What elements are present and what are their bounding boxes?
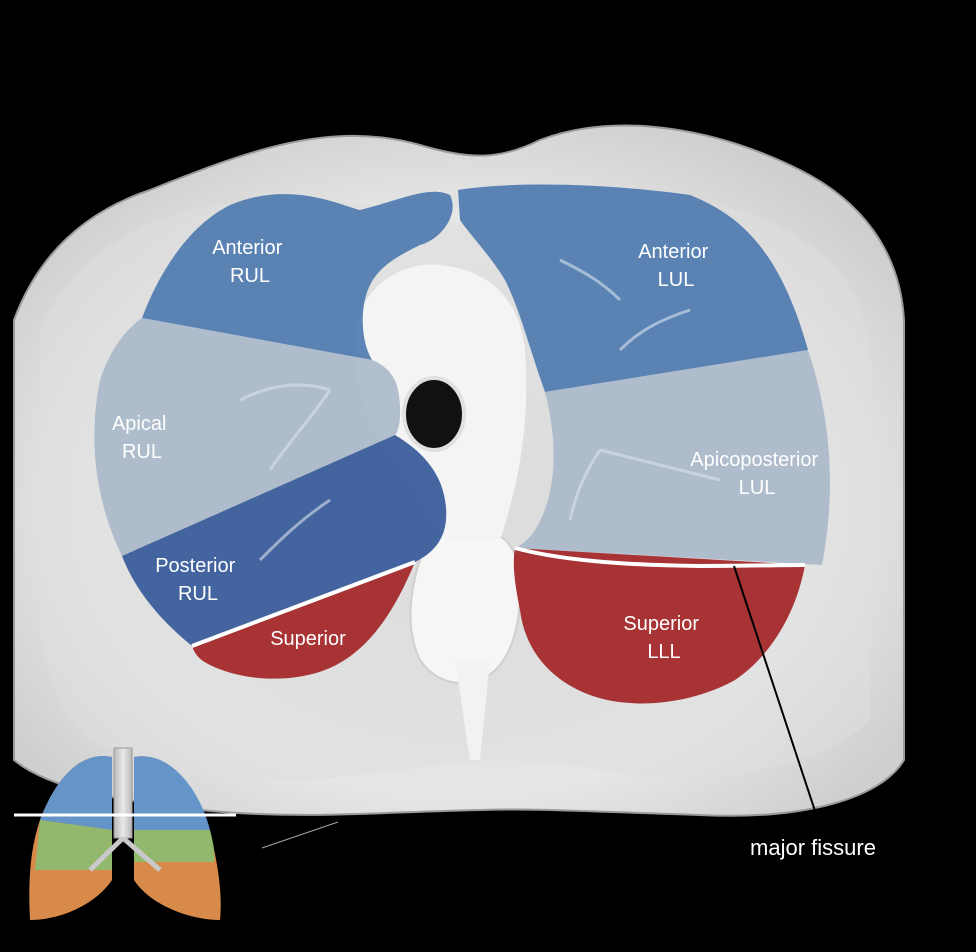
segment-posterior-rul	[122, 435, 447, 646]
label-anterior-lul: Anterior LUL	[638, 241, 714, 291]
label-anterior-rul: Anterior RUL	[212, 237, 288, 287]
segment-anterior-lul	[458, 184, 808, 392]
trachea-lumen	[402, 376, 466, 452]
segment-apical-rul	[94, 318, 401, 556]
spinal-process	[455, 660, 490, 760]
label-posterior-rul: Posterior RUL	[155, 555, 241, 605]
pulmonary-vessels	[239, 258, 721, 562]
label-apical-rul: Apical RUL	[112, 413, 172, 463]
inset-trachea	[113, 747, 133, 839]
major-fissure-pointer	[733, 565, 819, 821]
segment-anterior-rul	[142, 191, 453, 360]
segment-apicoposterior-lul	[515, 350, 830, 565]
label-major-fissure: major fissure	[750, 835, 876, 860]
segment-superior-lll	[513, 548, 805, 704]
label-apicoposterior-lul: Apicoposterior LUL	[690, 449, 823, 499]
label-superior-lll: Superior LLL	[623, 613, 704, 663]
left-major-fissure-line	[514, 546, 806, 569]
right-major-fissure-line	[191, 560, 416, 648]
inset-lung-diagram	[14, 747, 236, 920]
inset-connector	[261, 821, 339, 849]
label-superior-rll: Superior	[270, 628, 346, 650]
segment-superior-rll	[192, 562, 415, 679]
